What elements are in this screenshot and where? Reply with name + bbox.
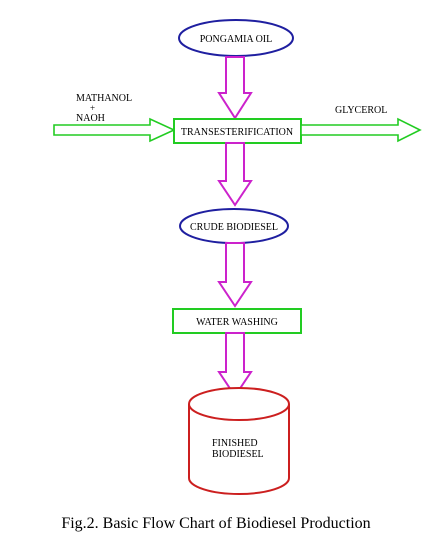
pongamia-oil-label: PONGAMIA OIL <box>200 34 273 45</box>
flow-arrow-4 <box>217 332 253 398</box>
biodiesel-label: BIODIESEL <box>212 449 264 460</box>
input-arrow <box>53 117 176 143</box>
flow-arrow-3 <box>217 242 253 308</box>
crude-biodiesel-label: CRUDE BIODIESEL <box>190 222 278 233</box>
plus-label: + <box>90 103 95 113</box>
transesterification-node: TRANSESTERIFICATION <box>173 118 302 144</box>
water-washing-node: WATER WASHING <box>172 308 302 334</box>
output-arrow <box>300 117 422 143</box>
flow-arrow-2 <box>217 142 253 207</box>
figure-caption: Fig.2. Basic Flow Chart of Biodiesel Pro… <box>61 515 371 532</box>
finished-label: FINISHED <box>212 438 258 449</box>
naoh-label: NAOH <box>76 113 105 124</box>
finished-biodiesel-node: FINISHED BIODIESEL <box>188 387 290 495</box>
pongamia-oil-node: PONGAMIA OIL <box>178 19 294 57</box>
water-washing-label: WATER WASHING <box>196 317 278 328</box>
glycerol-label: GLYCEROL <box>335 105 387 116</box>
transesterification-label: TRANSESTERIFICATION <box>181 127 293 138</box>
mathanol-label: MATHANOL <box>76 93 132 104</box>
flow-arrow-1 <box>217 56 253 120</box>
crude-biodiesel-node: CRUDE BIODIESEL <box>179 208 289 244</box>
